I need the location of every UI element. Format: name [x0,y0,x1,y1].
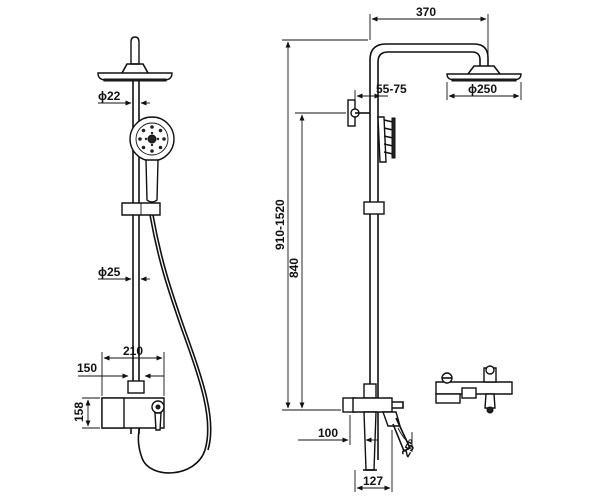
dim-height-range: 910-1520 [273,199,287,250]
overhead-arm [369,43,489,460]
right-side-view: 370 55-75 ϕ250 910-1520 840 100 25° [273,5,522,492]
left-front-view: ϕ22 ϕ25 210 150 158 [72,36,212,474]
hand-shower-holder [347,99,396,163]
dim-arm-drop: 55-75 [376,82,407,96]
dim-bar-diameter: ϕ25 [98,265,121,279]
hand-shower [129,116,175,203]
spout [363,411,377,471]
mixer-side [342,383,412,471]
mixer-valve [101,380,165,434]
dim-height-mixer: 840 [287,258,301,278]
dim-spout-length: 100 [318,426,338,440]
dim-head-diameter: ϕ250 [468,82,497,96]
mixer-detail-view [435,365,513,414]
dim-mixer-height: 158 [72,402,86,422]
dim-spout-angle: 25° [398,437,419,460]
dim-mixer-depth: 150 [77,361,97,375]
riser-top-cap [130,36,140,65]
dim-rail-diameter: ϕ22 [98,89,121,103]
side-slide-bracket [363,201,385,215]
dim-mixer-width: 210 [123,344,143,358]
dim-arm-reach: 370 [416,5,436,19]
dim-center-distance: 127 [363,474,383,488]
shower-hose [137,214,209,474]
